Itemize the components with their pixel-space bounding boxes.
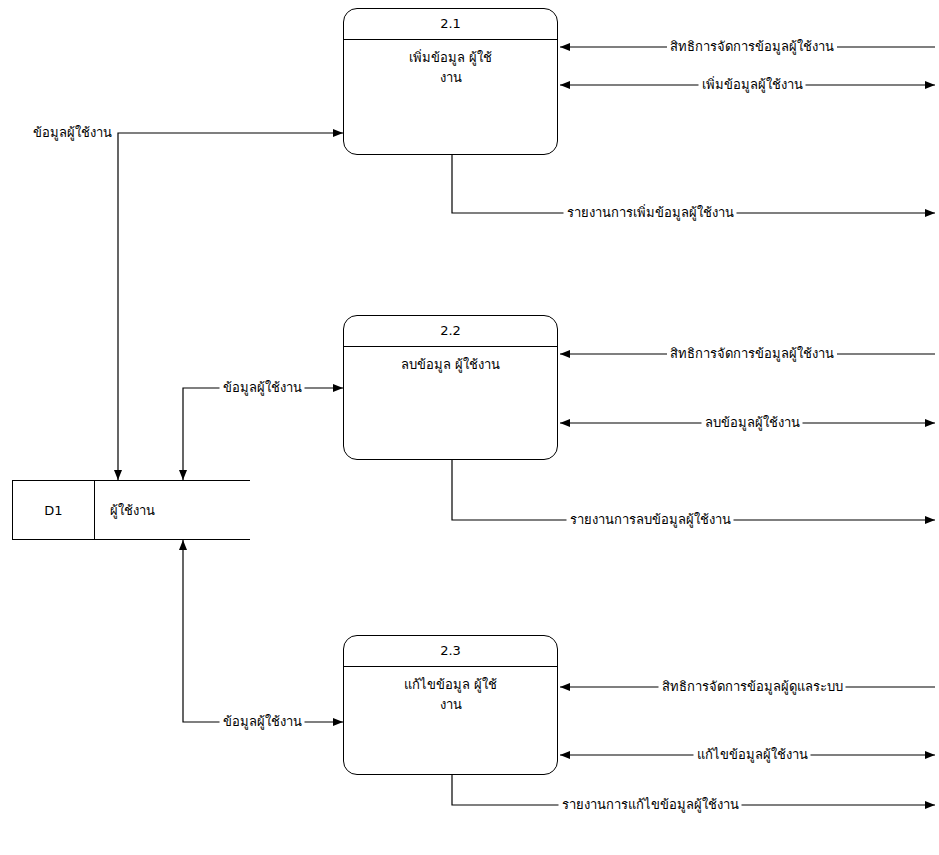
- flow-label: รายงานการแก้ไขข้อมูลผู้ใช้งาน: [559, 797, 742, 813]
- process-box: 2.3 แก้ไขข้อมูล ผู้ใช้งาน: [343, 635, 558, 775]
- flow-label: ข้อมูลผู้ใช้งาน: [220, 714, 305, 730]
- data-flow: [183, 388, 343, 480]
- data-flow: [118, 133, 343, 480]
- flow-label: ข้อมูลผู้ใช้งาน: [220, 380, 305, 396]
- process-name: ลบข้อมูล ผู้ใช้งาน: [397, 355, 505, 375]
- process-number: 2.3: [344, 636, 557, 667]
- process-number: 2.2: [344, 316, 557, 347]
- flow-label: สิทธิการจัดการข้อมูลผู้ใช้งาน: [667, 39, 837, 55]
- flow-label: รายงานการลบข้อมูลผู้ใช้งาน: [567, 512, 734, 528]
- flow-label: เพิ่มข้อมูลผู้ใช้งาน: [699, 77, 806, 93]
- flow-label: ลบข้อมูลผู้ใช้งาน: [702, 415, 803, 431]
- flow-label: สิทธิการจัดการข้อมูลผู้ดูแลระบบ: [659, 679, 846, 695]
- store-id: D1: [12, 481, 95, 539]
- process-box: 2.2 ลบข้อมูล ผู้ใช้งาน: [343, 315, 558, 460]
- store-name: ผู้ใช้งาน: [110, 500, 155, 521]
- flow-label: ข้อมูลผู้ใช้งาน: [30, 125, 115, 141]
- process-name: เพิ่มข้อมูล ผู้ใช้งาน: [397, 48, 505, 88]
- process-box: 2.1 เพิ่มข้อมูล ผู้ใช้งาน: [343, 8, 558, 155]
- data-flow: [183, 540, 343, 722]
- process-name: แก้ไขข้อมูล ผู้ใช้งาน: [397, 675, 505, 715]
- flow-label: รายงานการเพิ่มข้อมูลผู้ใช้งาน: [564, 205, 737, 221]
- flow-label: สิทธิการจัดการข้อมูลผู้ใช้งาน: [667, 346, 837, 362]
- data-store: D1 ผู้ใช้งาน: [12, 480, 250, 540]
- flow-label: แก้ไขข้อมูลผู้ใช้งาน: [694, 747, 811, 763]
- process-number: 2.1: [344, 9, 557, 40]
